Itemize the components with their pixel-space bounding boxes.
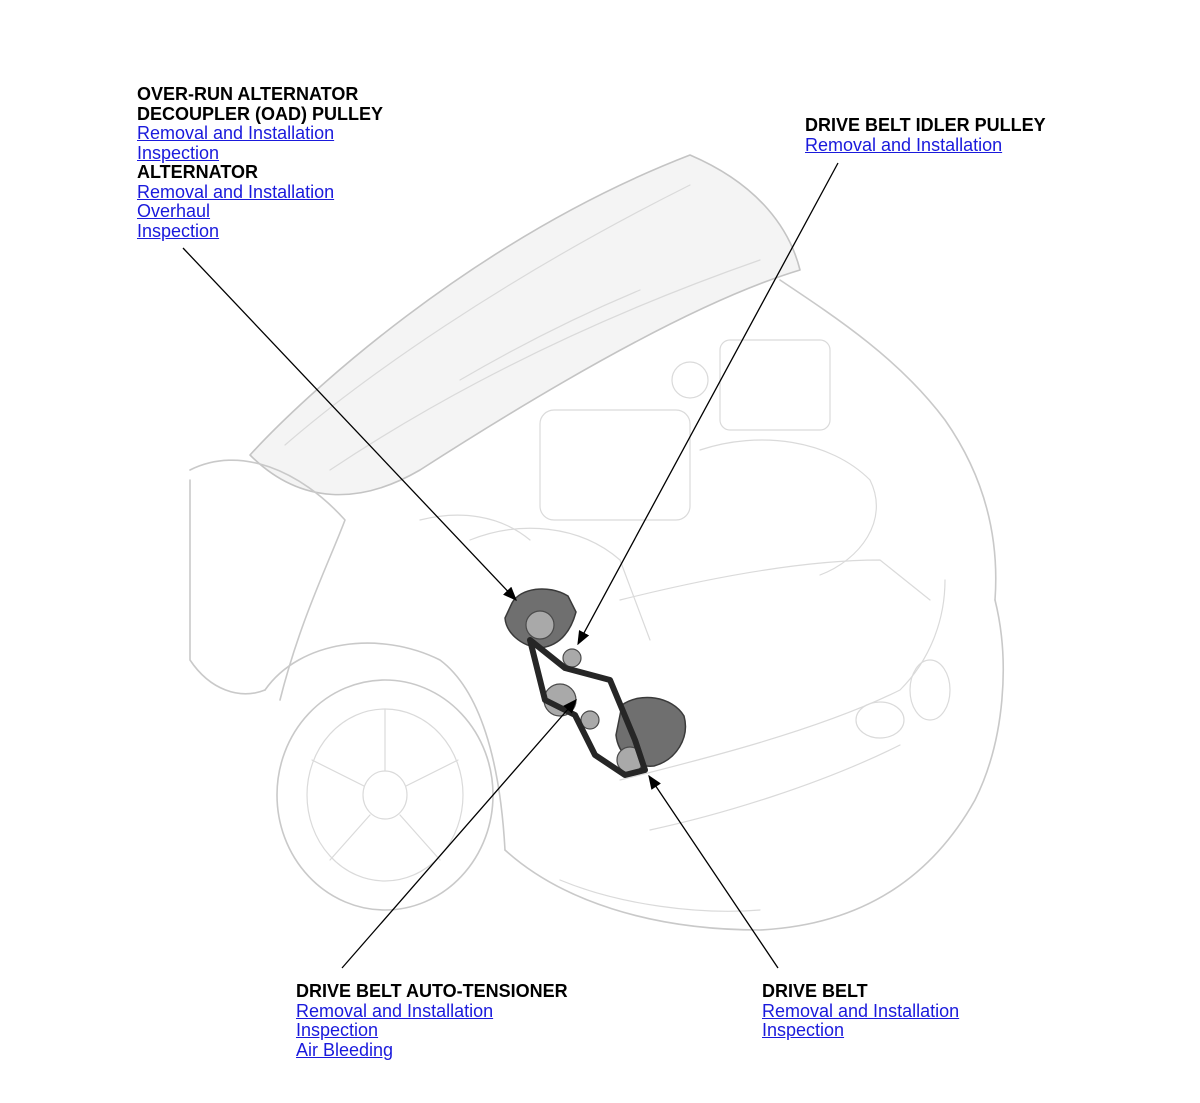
callout-drive-belt: DRIVE BELT Removal and Installation Insp… <box>762 981 960 1041</box>
alternator-removal-installation-link[interactable]: Removal and Installation <box>137 181 335 202</box>
grille-lower <box>649 744 901 831</box>
front-bumper-outline <box>504 599 1004 931</box>
leader-line-auto-tensioner <box>341 698 577 969</box>
wheel-spokes <box>311 708 459 861</box>
reservoir-cap <box>671 361 709 399</box>
idler-pulley-heading: DRIVE BELT IDLER PULLEY <box>805 115 1046 135</box>
drive-belt-components <box>504 588 687 778</box>
auto-tensioner-removal-installation-link[interactable]: Removal and Installation <box>296 1000 494 1021</box>
callout-idler-pulley: DRIVE BELT IDLER PULLEY Removal and Inst… <box>805 115 1046 155</box>
leader-line-drive-belt <box>648 774 779 969</box>
radiator-support <box>619 559 931 601</box>
wheel-arch <box>264 642 506 851</box>
leader-line-alternator <box>182 247 517 602</box>
engine-cover <box>539 409 691 521</box>
drive-belt-heading: DRIVE BELT <box>762 981 868 1001</box>
callout-auto-tensioner: DRIVE BELT AUTO-TENSIONER Removal and In… <box>296 981 568 1060</box>
front-fender-outline <box>189 479 266 695</box>
air-intake-duct <box>699 439 877 576</box>
leader-line-idler-pulley <box>577 162 839 646</box>
front-wheel-hub <box>362 770 408 820</box>
callout-alternator: OVER-RUN ALTERNATOR DECOUPLER (OAD) PULL… <box>137 84 384 241</box>
idler-pulley-removal-installation-link[interactable]: Removal and Installation <box>805 134 1003 155</box>
drive-belt-removal-installation-link[interactable]: Removal and Installation <box>762 1000 960 1021</box>
right-fender-outline <box>779 279 997 601</box>
oad-pulley-heading-line-2: DECOUPLER (OAD) PULLEY <box>137 103 384 124</box>
leader-lines <box>182 162 839 969</box>
alternator-heading: ALTERNATOR <box>137 162 258 182</box>
a-pillar <box>189 459 346 701</box>
alternator-overhaul-link[interactable]: Overhaul <box>137 201 211 221</box>
open-hood <box>249 154 801 496</box>
hood-inner-line <box>459 289 641 381</box>
hood-inner-line <box>284 184 691 446</box>
oad-pulley <box>525 610 555 640</box>
drive-belt-path <box>527 637 648 778</box>
auto-tensioner-inspection-link[interactable]: Inspection <box>296 1020 379 1040</box>
idler-pulley <box>562 648 582 668</box>
oad-pulley-heading-line-1: OVER-RUN ALTERNATOR <box>137 84 359 104</box>
alternator-inspection-link[interactable]: Inspection <box>137 220 220 241</box>
tensioner-idler <box>580 710 600 730</box>
battery-box <box>719 339 831 431</box>
oad-pulley-removal-installation-link[interactable]: Removal and Installation <box>137 123 335 143</box>
lower-intake <box>559 879 761 912</box>
engine-block-edge <box>469 527 651 641</box>
car-body-outline <box>189 154 1004 931</box>
auto-tensioner-heading: DRIVE BELT AUTO-TENSIONER <box>296 981 568 1001</box>
headlight <box>909 659 951 721</box>
hose <box>419 514 531 541</box>
oad-pulley-inspection-link[interactable]: Inspection <box>137 142 220 163</box>
drive-belt-inspection-link[interactable]: Inspection <box>762 1020 845 1040</box>
emblem <box>855 701 905 739</box>
auto-tensioner-air-bleeding-link[interactable]: Air Bleeding <box>296 1039 394 1060</box>
